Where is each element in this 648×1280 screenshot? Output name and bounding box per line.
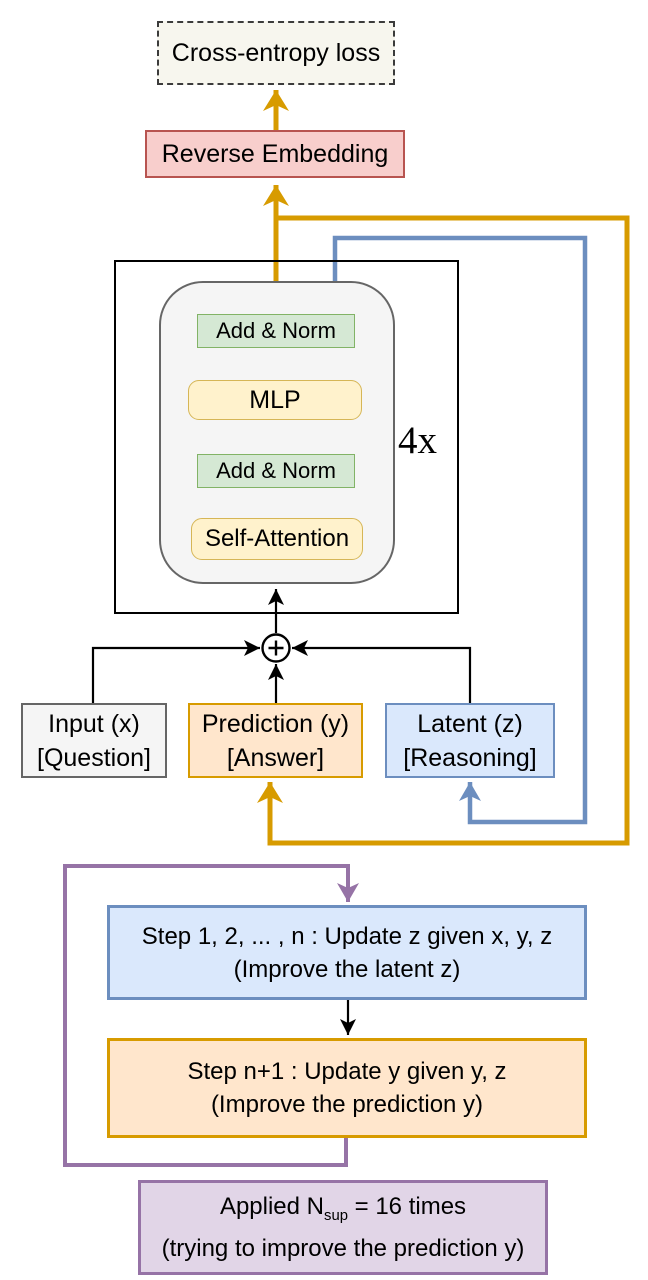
input-x-sublabel: [Question]	[37, 743, 151, 772]
purple-loop-stepy-to-stepz	[63, 864, 359, 1167]
cross-entropy-loss-box: Cross-entropy loss	[157, 21, 395, 85]
applied-nsup-line1: Applied Nsup = 16 times	[220, 1190, 466, 1233]
reverse-embedding-label: Reverse Embedding	[161, 139, 389, 168]
applied-nsup-subscript: sup	[324, 1207, 348, 1224]
plus-circle-icon	[261, 633, 291, 663]
prediction-y-box: Prediction (y) [Answer]	[188, 703, 363, 778]
mlp-label: MLP	[249, 385, 301, 414]
add-norm-bottom-label: Add & Norm	[216, 458, 336, 483]
line-latent-to-plus	[292, 640, 472, 703]
self-attention-label: Self-Attention	[204, 525, 350, 552]
prediction-y-label: Prediction (y)	[201, 709, 350, 738]
step-update-z-line2: (Improve the latent z)	[233, 955, 461, 983]
self-attention-box: Self-Attention	[191, 518, 363, 560]
step-update-y-line2: (Improve the prediction y)	[210, 1091, 484, 1118]
input-x-label: Input (x)	[48, 709, 140, 738]
reverse-embedding-box: Reverse Embedding	[145, 130, 405, 178]
add-norm-top-box: Add & Norm	[197, 314, 355, 348]
latent-z-label: Latent (z)	[417, 709, 523, 738]
add-norm-top-label: Add & Norm	[216, 318, 336, 343]
applied-nsup-box: Applied Nsup = 16 times (trying to impro…	[138, 1180, 548, 1275]
cross-entropy-loss-label: Cross-entropy loss	[171, 38, 381, 67]
line-input-to-plus	[91, 640, 260, 703]
latent-z-sublabel: [Reasoning]	[403, 743, 537, 772]
step-update-z-box: Step 1, 2, ... , n : Update z given x, y…	[107, 905, 587, 1000]
applied-nsup-line2: (trying to improve the prediction y)	[161, 1235, 525, 1263]
applied-nsup-pre: Applied N	[219, 1192, 324, 1220]
step-update-y-box: Step n+1 : Update y given y, z (Improve …	[107, 1038, 587, 1138]
latent-z-box: Latent (z) [Reasoning]	[385, 703, 555, 778]
add-norm-bottom-box: Add & Norm	[197, 454, 355, 488]
step-update-y-line1: Step n+1 : Update y given y, z	[187, 1058, 507, 1085]
gold-feedback-to-prediction	[257, 215, 630, 846]
transformer-outer-box	[114, 260, 459, 614]
step-update-z-line1: Step 1, 2, ... , n : Update z given x, y…	[141, 922, 553, 950]
blue-feedback-to-latent	[332, 235, 588, 825]
applied-nsup-post: = 16 times	[347, 1192, 467, 1220]
input-x-box: Input (x) [Question]	[21, 703, 167, 778]
repeat-4x-label: 4x	[398, 418, 437, 462]
mlp-box: MLP	[188, 380, 362, 420]
prediction-y-sublabel: [Answer]	[226, 743, 325, 772]
